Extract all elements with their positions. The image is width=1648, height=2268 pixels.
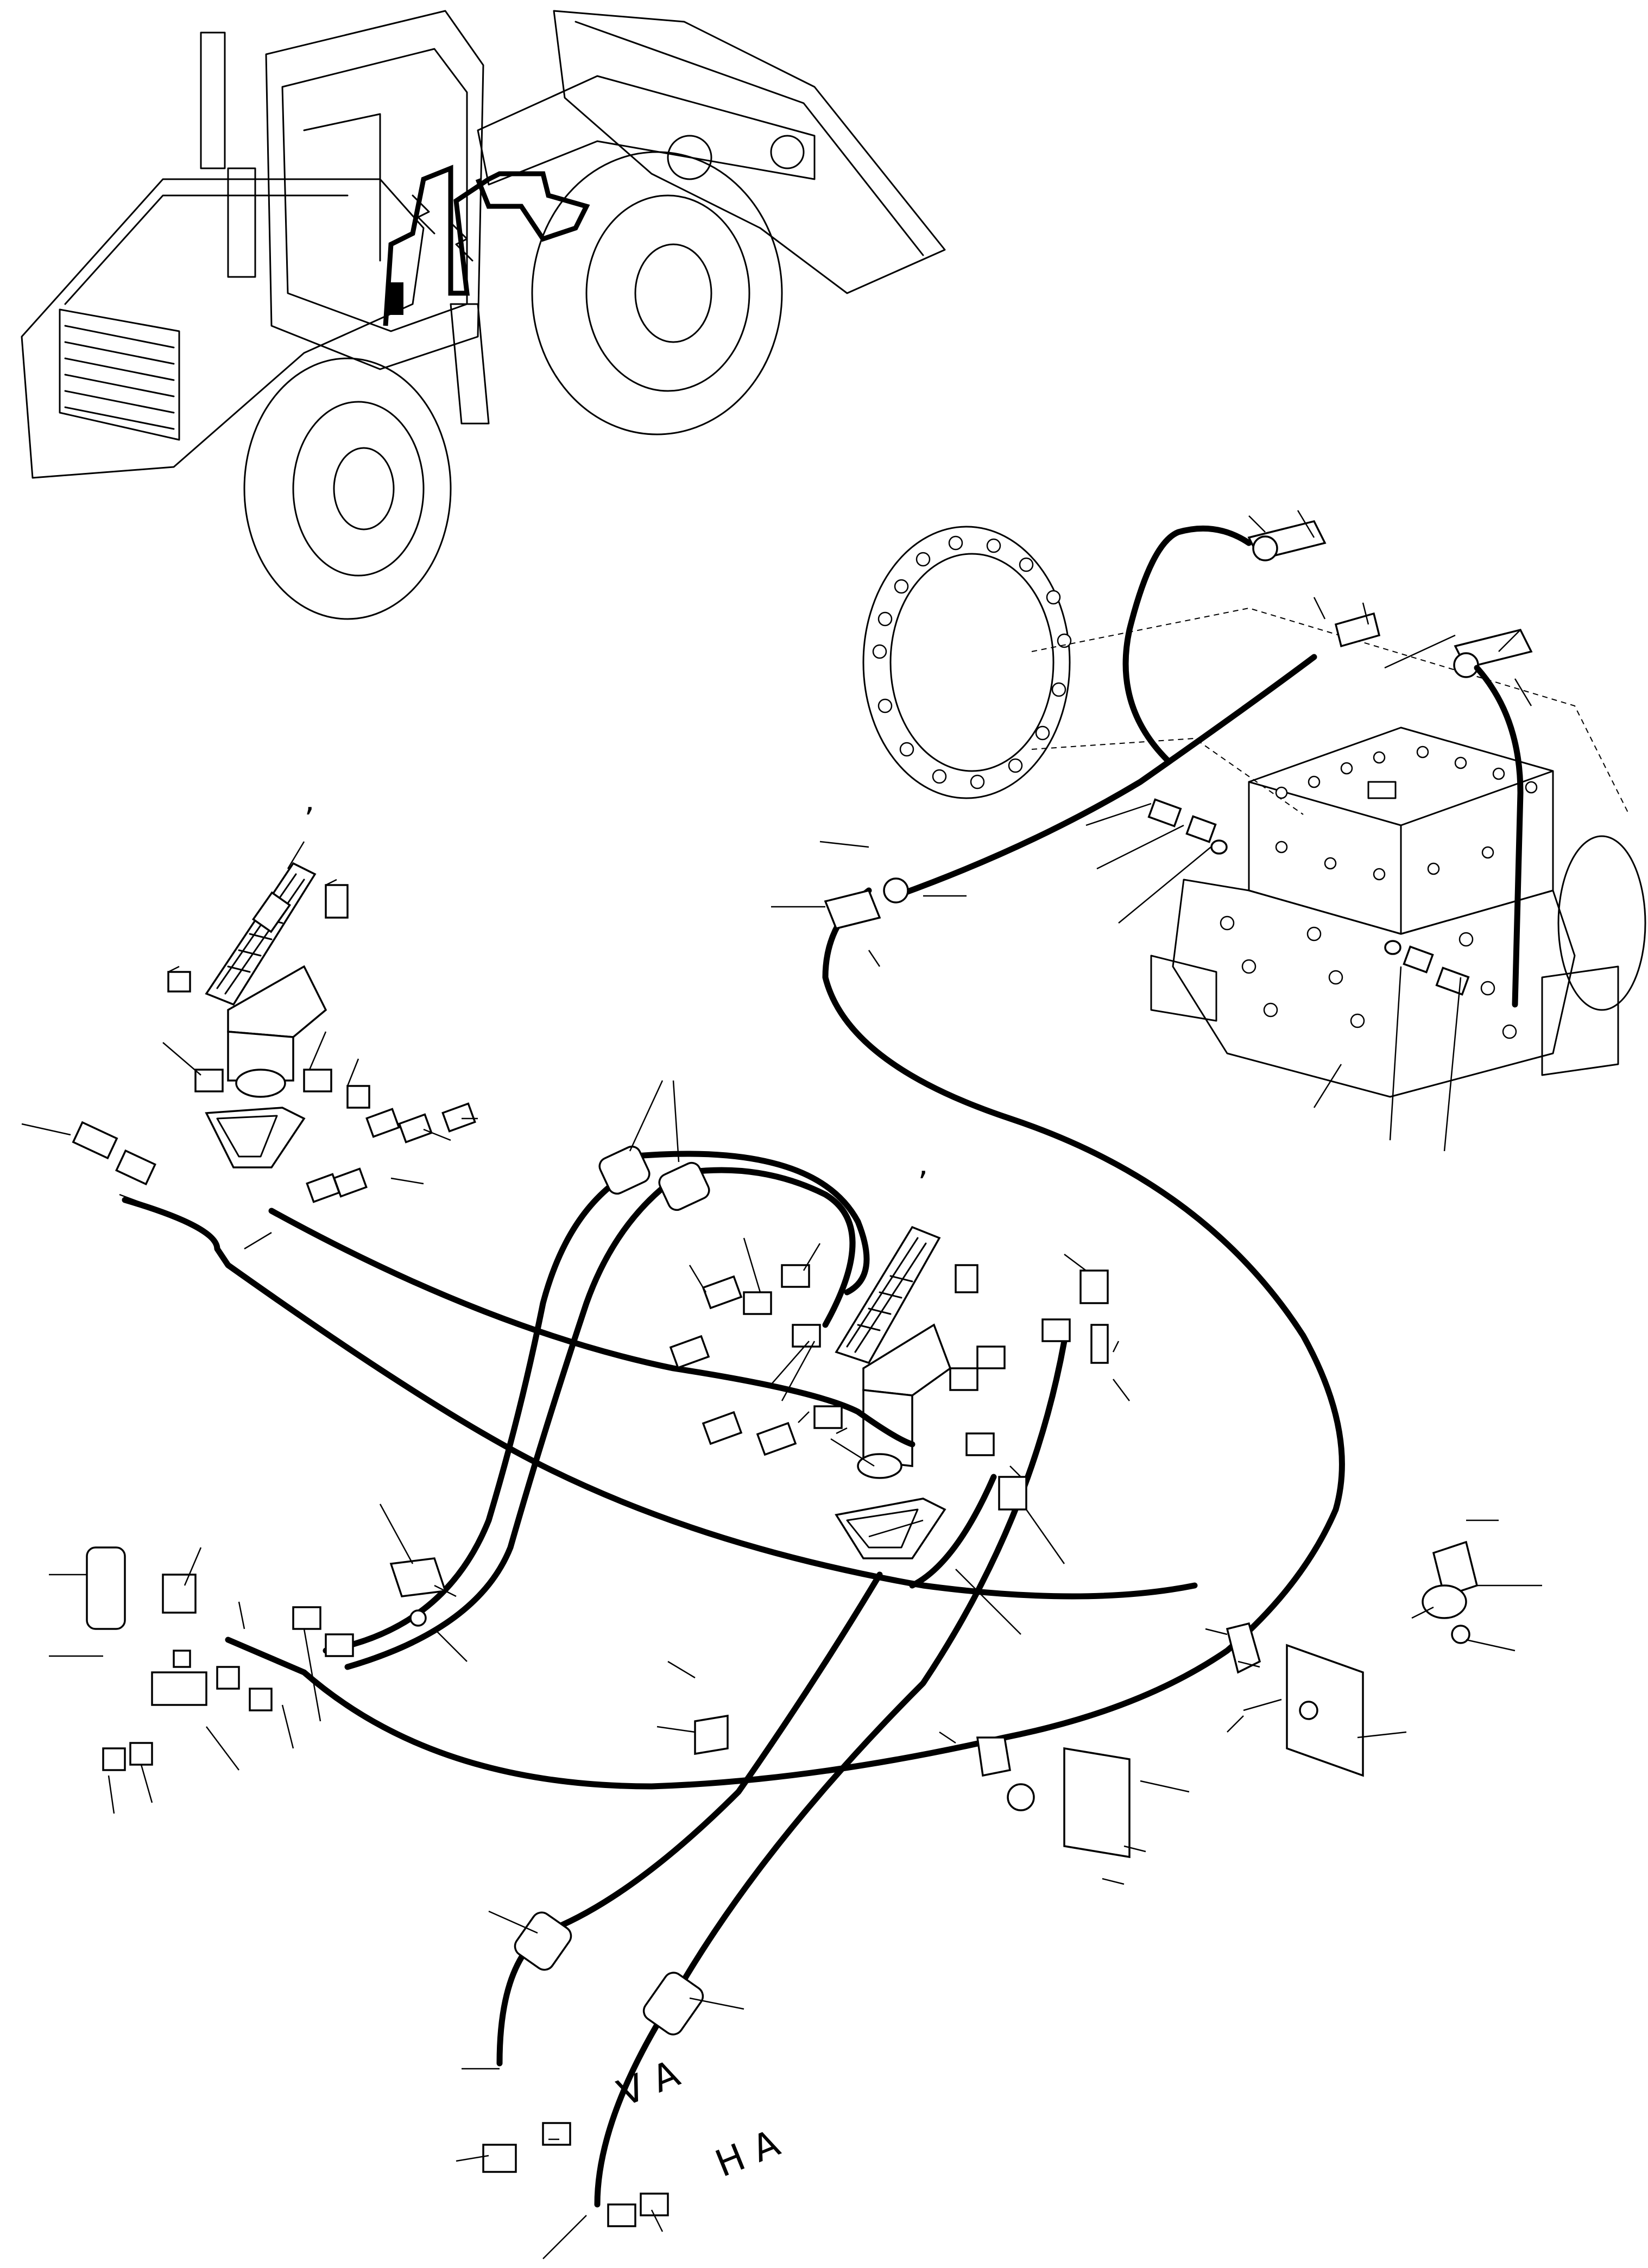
rear-wheel	[531, 151, 783, 435]
leader-lines	[21, 510, 1542, 2259]
differential-housing	[1248, 726, 1554, 935]
lift-arm-and-bucket	[477, 10, 946, 294]
pedal-return-hose	[909, 1474, 997, 1589]
axle-loop-hose-left	[1122, 525, 1252, 763]
wheel-loader-overview	[21, 10, 946, 620]
apostrophe-mark-centre: ’	[918, 1165, 928, 1203]
front-wheel	[243, 357, 452, 620]
cross-hose-2	[344, 1180, 671, 1670]
left-pedal-hose-b	[268, 1208, 915, 1448]
right-output-yoke	[1541, 965, 1619, 1076]
radiator-grill	[59, 308, 180, 441]
axle-crossover-hose	[893, 654, 1317, 899]
axle-assembly	[862, 520, 1646, 1098]
axle-bracket-left	[1247, 520, 1327, 561]
cross-hose-1	[323, 1180, 617, 1654]
fittings	[72, 884, 1109, 2227]
brake-pedal-valve-right	[835, 1225, 952, 1559]
exhaust-stack	[200, 31, 226, 169]
pedal-supply-hose-2	[681, 1167, 856, 1328]
air-intake-stack	[227, 167, 256, 278]
left-pedal-hose-a	[122, 1197, 1198, 1600]
clamps-and-brackets	[389, 877, 1479, 1859]
wheel-flange	[862, 526, 1072, 799]
front-axle-line-label: V A	[612, 2052, 686, 2115]
left-output-yoke	[1150, 955, 1217, 1022]
front-axle-feed-hose	[496, 1571, 883, 2067]
pedal-supply-hose-1	[627, 1151, 870, 1296]
rear-axle-line-label: H A	[710, 2122, 786, 2186]
lower-housing-bolts	[1220, 915, 1517, 1039]
axle-fittings	[1147, 798, 1470, 996]
brake-accumulator	[86, 1546, 126, 1630]
line-labels: V A H A ’ ’	[304, 801, 928, 2186]
axle-loop-hose-right	[1474, 665, 1524, 1008]
access-ladder	[450, 303, 490, 425]
brake-pedal-valve-left	[205, 862, 327, 1168]
axle-bracket-right	[1453, 628, 1533, 678]
brake-routing-highlight	[383, 165, 590, 326]
hose-sleeves	[514, 1145, 710, 2036]
main-brake-hose	[225, 887, 1345, 1790]
apostrophe-mark-left: ’	[304, 801, 314, 839]
tee-fitting-axle	[1334, 612, 1381, 648]
